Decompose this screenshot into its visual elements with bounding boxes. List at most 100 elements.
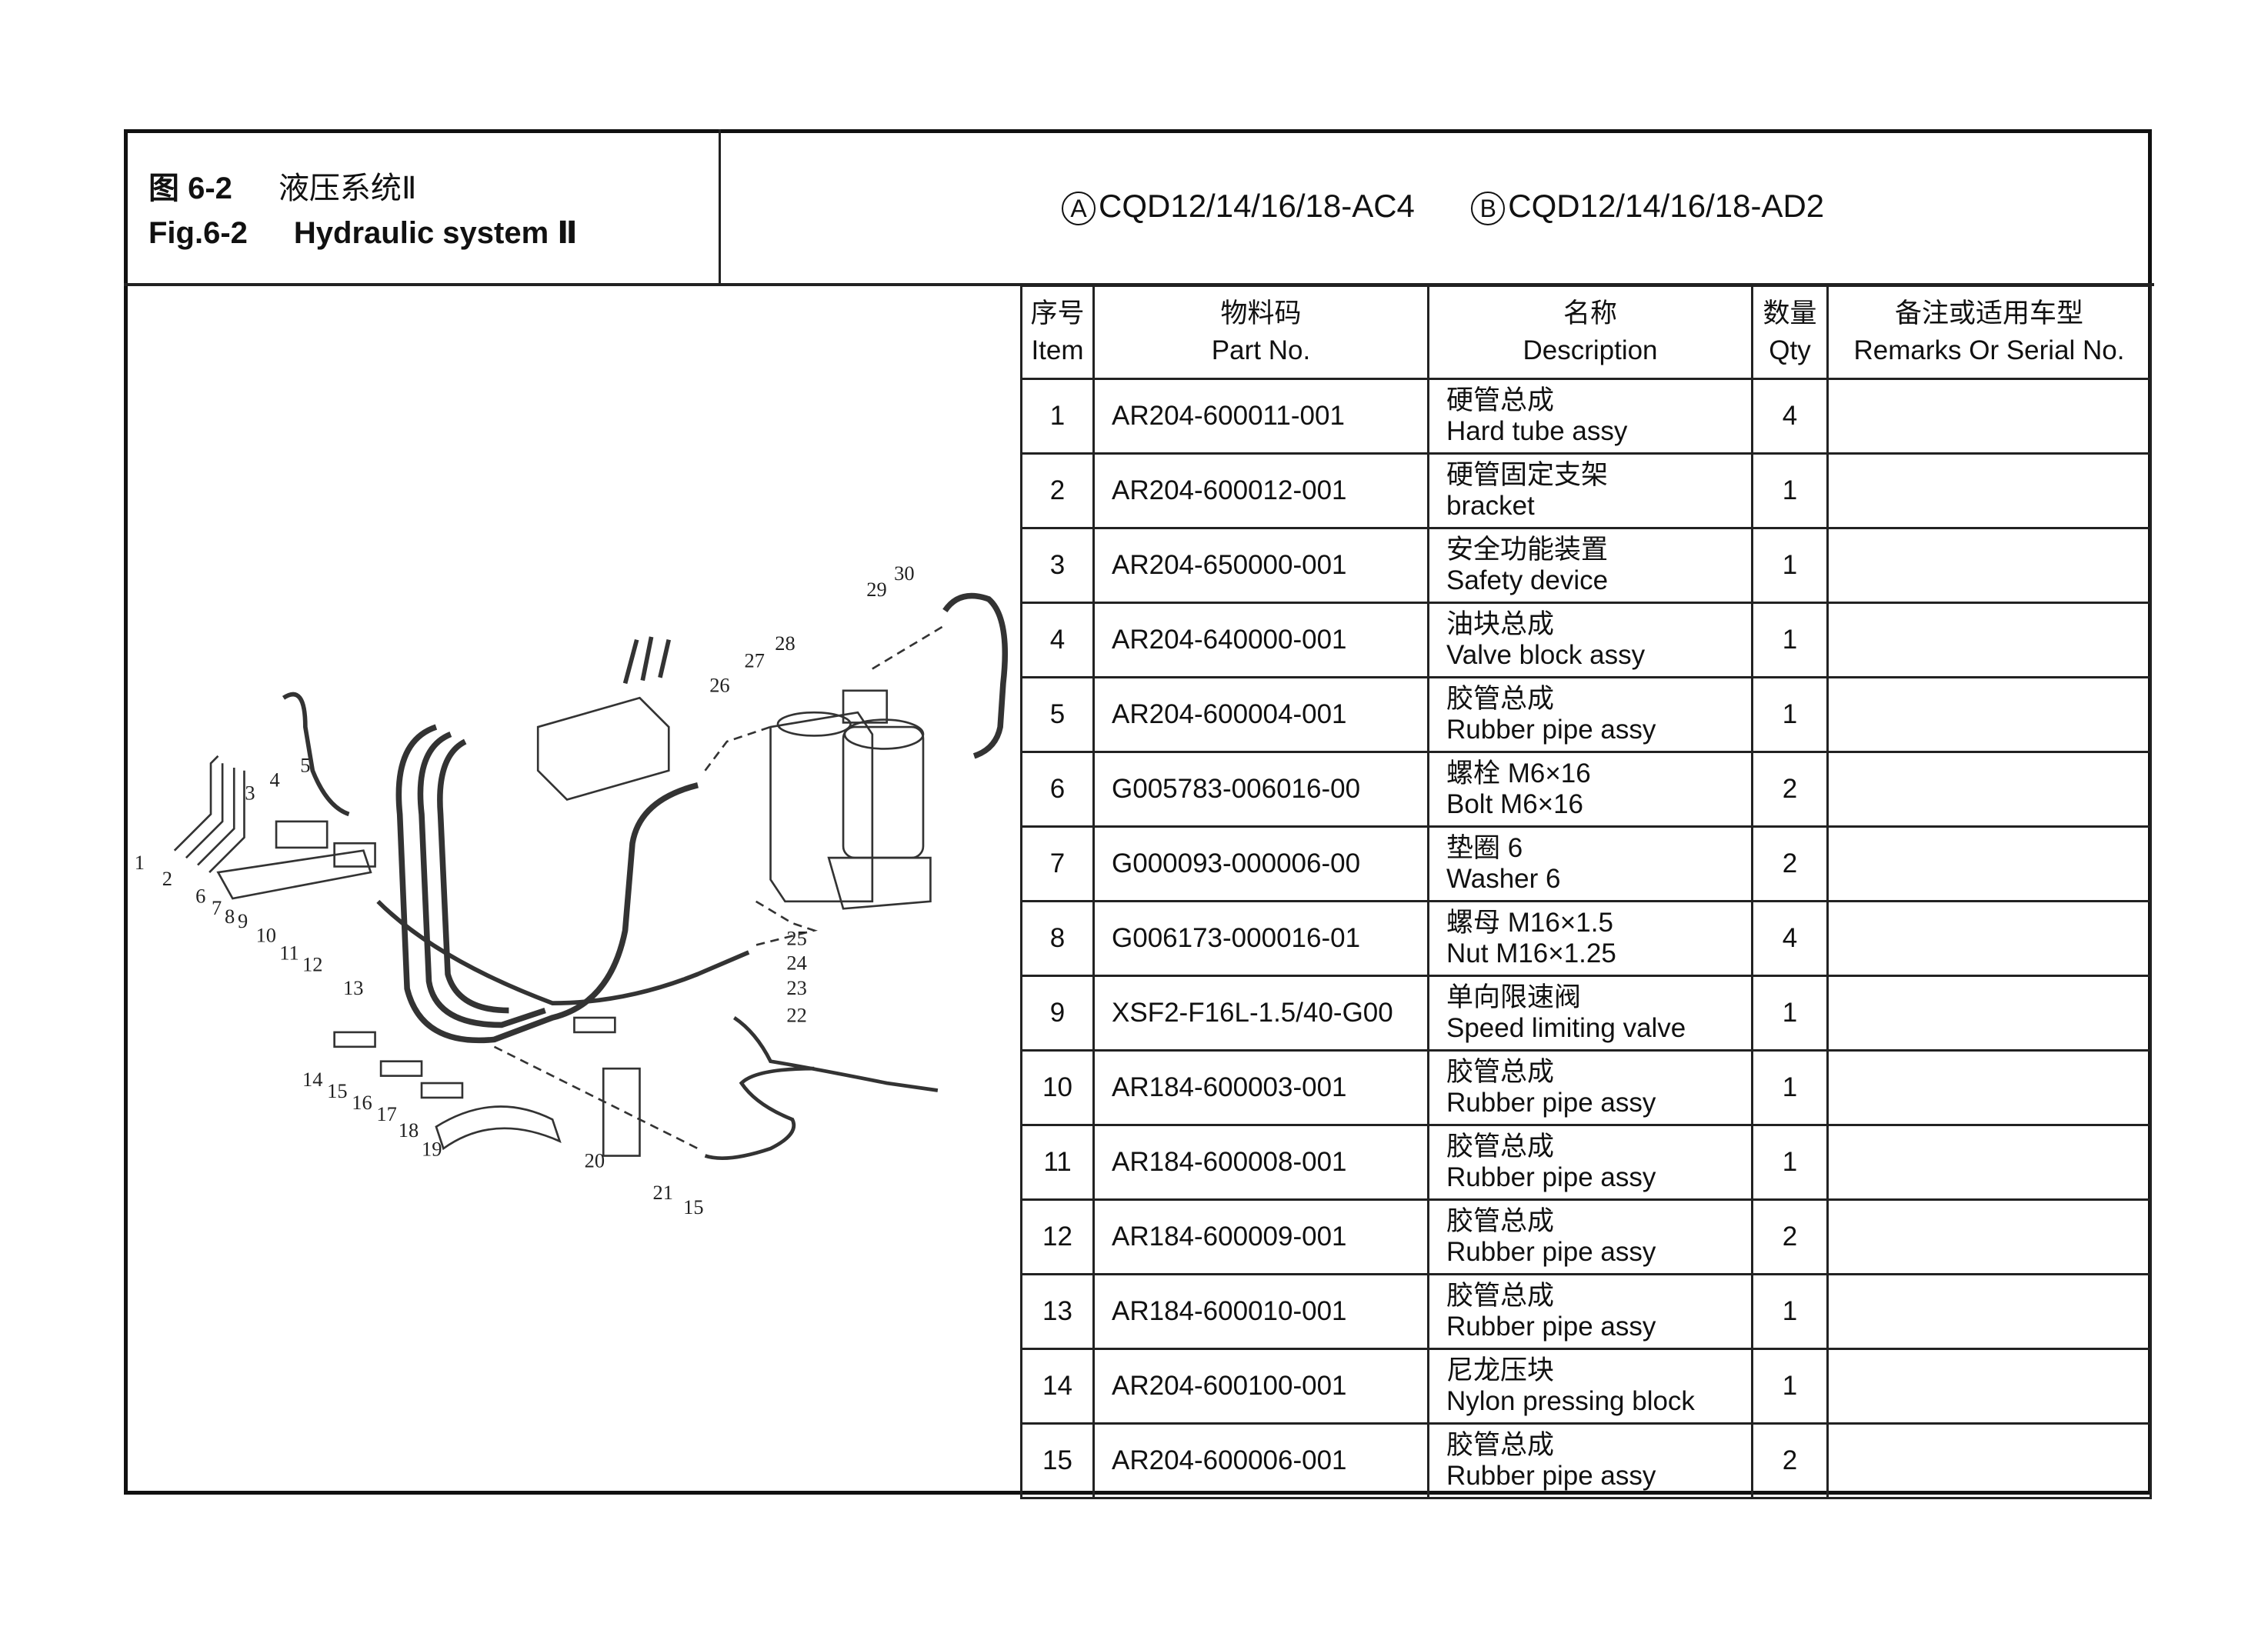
remarks: [1826, 452, 2152, 529]
part-number: AR204-600012-001: [1092, 452, 1429, 529]
remarks: [1826, 676, 2152, 753]
description-cn: 胶管总成: [1446, 1206, 1555, 1236]
description-en: Rubber pipe assy: [1446, 1237, 1656, 1267]
item-number: 13: [1020, 1273, 1095, 1350]
remarks: [1826, 1348, 2152, 1425]
description-en: Rubber pipe assy: [1446, 1312, 1656, 1342]
figure-label-en: Fig.6-2: [148, 216, 248, 250]
quantity: 2: [1751, 825, 1829, 902]
quantity: 1: [1751, 1348, 1829, 1425]
description-cn: 单向限速阀: [1446, 982, 1582, 1012]
figure-label-cn: 图 6-2: [148, 172, 232, 205]
part-number: AR204-600011-001: [1092, 378, 1429, 455]
part-number: G006173-000016-01: [1092, 900, 1429, 977]
description-en: Safety device: [1446, 565, 1609, 595]
part-number: AR204-600100-001: [1092, 1348, 1429, 1425]
quantity: 2: [1751, 751, 1829, 828]
quantity: 1: [1751, 975, 1829, 1052]
figure-title-en: Fig.6-2 Hydraulic system Ⅱ: [148, 215, 578, 251]
description-en: Washer 6: [1446, 864, 1561, 894]
part-number: AR184-600009-001: [1092, 1198, 1429, 1275]
model-name-b: CQD12/14/16/18-AD2: [1508, 188, 1825, 224]
description-en: Rubber pipe assy: [1446, 715, 1656, 745]
description-en: Speed limiting valve: [1446, 1013, 1686, 1043]
quantity: 1: [1751, 527, 1829, 604]
description-cn: 胶管总成: [1446, 1281, 1555, 1311]
quantity: 1: [1751, 602, 1829, 678]
item-number: 8: [1020, 900, 1095, 977]
quantity: 1: [1751, 1273, 1829, 1350]
description-en: Valve block assy: [1446, 640, 1646, 670]
description-cn: 螺母 M16×1.5: [1446, 908, 1613, 938]
remarks: [1826, 1422, 2152, 1499]
description-cn: 尼龙压块: [1446, 1355, 1555, 1385]
description-cn: 硬管固定支架: [1446, 460, 1609, 490]
item-number: 14: [1020, 1348, 1095, 1425]
item-number: 1: [1020, 378, 1095, 455]
description-en: Nylon pressing block: [1446, 1386, 1695, 1416]
item-number: 5: [1020, 676, 1095, 753]
figure-title-en-text: Hydraulic system Ⅱ: [293, 216, 578, 250]
description-en: Nut M16×1.25: [1446, 938, 1616, 968]
quantity: 2: [1751, 1422, 1829, 1499]
description-cn: 油块总成: [1446, 609, 1555, 639]
remarks: [1826, 751, 2152, 828]
description-en: Bolt M6×16: [1446, 789, 1584, 819]
remarks: [1826, 1273, 2152, 1350]
quantity: 1: [1751, 1124, 1829, 1201]
part-number: G005783-006016-00: [1092, 751, 1429, 828]
description-cn: 胶管总成: [1446, 1430, 1555, 1460]
part-number: AR204-600006-001: [1092, 1422, 1429, 1499]
quantity: 1: [1751, 1049, 1829, 1126]
part-number: AR184-600008-001: [1092, 1124, 1429, 1201]
remarks: [1826, 378, 2152, 455]
remarks: [1826, 825, 2152, 902]
item-number: 10: [1020, 1049, 1095, 1126]
part-number: AR204-600004-001: [1092, 676, 1429, 753]
part-number: AR184-600003-001: [1092, 1049, 1429, 1126]
model-name-a: CQD12/14/16/18-AC4: [1099, 188, 1415, 224]
description-cn: 硬管总成: [1446, 385, 1555, 415]
description-cn: 安全功能装置: [1446, 535, 1609, 565]
item-number: 4: [1020, 602, 1095, 678]
remarks: [1826, 1124, 2152, 1201]
item-number: 9: [1020, 975, 1095, 1052]
description-en: Rubber pipe assy: [1446, 1162, 1656, 1192]
remarks: [1826, 527, 2152, 604]
part-number: XSF2-F16L-1.5/40-G00: [1092, 975, 1429, 1052]
description-en: Hard tube assy: [1446, 416, 1628, 446]
description-en: Rubber pipe assy: [1446, 1088, 1656, 1118]
description-en: Rubber pipe assy: [1446, 1461, 1656, 1491]
quantity: 1: [1751, 676, 1829, 753]
remarks: [1826, 1049, 2152, 1126]
remarks: [1826, 1198, 2152, 1275]
description-cn: 螺栓 M6×16: [1446, 758, 1591, 788]
item-number: 15: [1020, 1422, 1095, 1499]
quantity: 2: [1751, 1198, 1829, 1275]
part-number: AR204-650000-001: [1092, 527, 1429, 604]
